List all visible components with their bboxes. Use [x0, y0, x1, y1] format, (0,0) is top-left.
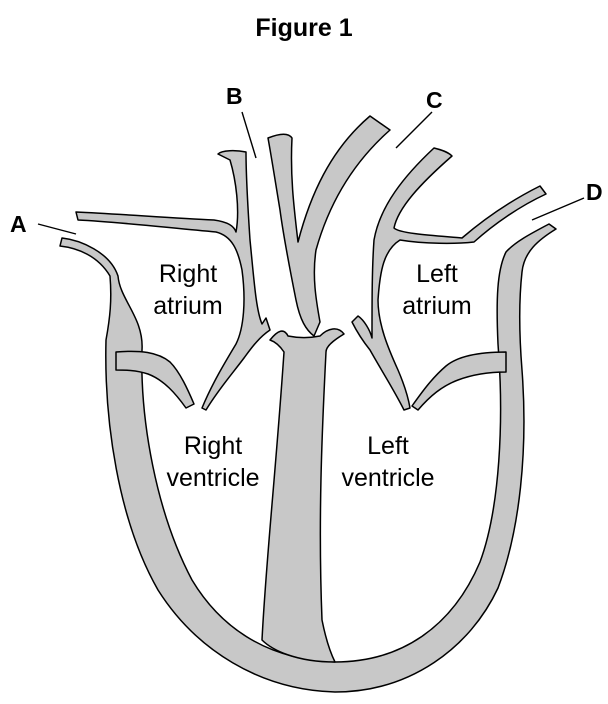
- right-atrium-label-line1: Right: [159, 260, 217, 288]
- mitral-valve-cusp: [412, 352, 506, 410]
- label-c: C: [426, 87, 443, 113]
- leader-line-c: [396, 112, 432, 148]
- right-ventricle-label-line1: Right: [184, 432, 242, 460]
- label-d: D: [586, 179, 603, 205]
- label-b: B: [226, 83, 243, 109]
- right-atrium-label-line2: atrium: [153, 292, 222, 320]
- left-ventricle-label-line1: Left: [367, 432, 409, 460]
- left-atrium-label-line2: atrium: [402, 292, 471, 320]
- right-ventricle-label-line2: ventricle: [166, 464, 259, 492]
- left-ventricle-label-line2: ventricle: [341, 464, 434, 492]
- septum: [262, 329, 344, 662]
- leader-line-a: [38, 224, 76, 234]
- label-a: A: [10, 211, 27, 237]
- left-atrium-label-line1: Left: [416, 260, 458, 288]
- leader-line-d: [532, 198, 584, 220]
